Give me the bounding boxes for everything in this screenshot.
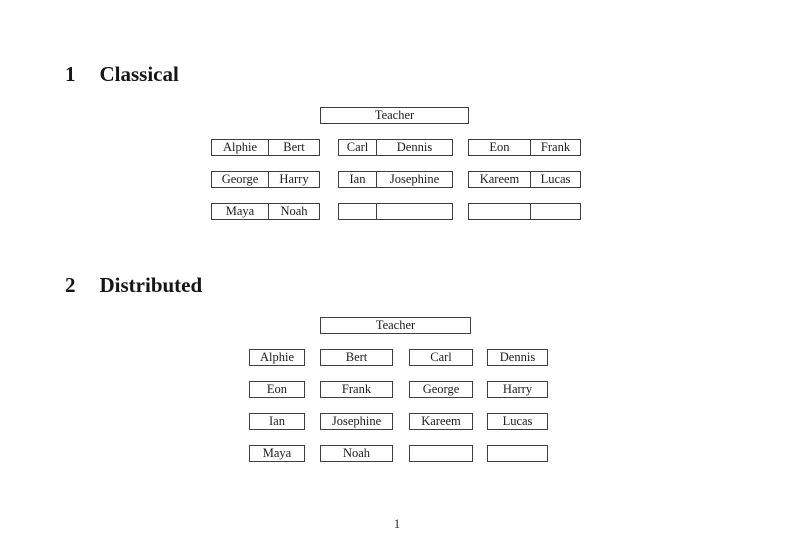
student-desk: Lucas — [487, 413, 548, 430]
desk: Carl Dennis — [338, 139, 453, 156]
teacher-desk: Teacher — [320, 107, 469, 124]
desk: Ian Josephine — [338, 171, 453, 188]
section-heading-classical: 1 Classical — [65, 62, 179, 86]
seat: Frank — [540, 140, 571, 154]
desk: Maya Noah — [211, 203, 320, 220]
seat — [339, 204, 377, 219]
desk: Kareem Lucas — [468, 171, 581, 188]
desk-empty — [468, 203, 581, 220]
teacher-label: Teacher — [375, 318, 416, 332]
student-desk: Maya — [249, 445, 305, 462]
section-title: Distributed — [99, 273, 203, 297]
seat: Maya — [212, 204, 269, 219]
student-desk: Carl — [409, 349, 473, 366]
section-number: 2 — [65, 273, 76, 297]
desk: George Harry — [211, 171, 320, 188]
teacher-desk: Teacher — [320, 317, 471, 334]
student-desk: Eon — [249, 381, 305, 398]
seat — [469, 204, 531, 219]
seat — [377, 204, 452, 219]
desk: Eon Frank — [468, 139, 581, 156]
seat: Carl — [339, 140, 377, 155]
desk: Alphie Bert — [211, 139, 320, 156]
seat: Eon — [469, 140, 531, 155]
teacher-label: Teacher — [374, 108, 415, 122]
student-desk-empty — [409, 445, 473, 462]
student-desk: Harry — [487, 381, 548, 398]
section-title: Classical — [99, 62, 179, 86]
student-desk: Frank — [320, 381, 393, 398]
seat: Josephine — [389, 172, 440, 186]
student-desk: Kareem — [409, 413, 473, 430]
section-heading-distributed: 2 Distributed — [65, 273, 202, 297]
student-desk: Noah — [320, 445, 393, 462]
page-number: 1 — [393, 516, 401, 531]
seat: Alphie — [212, 140, 269, 155]
seat: Bert — [283, 140, 305, 154]
section-number: 1 — [65, 62, 76, 86]
seat: George — [212, 172, 269, 187]
seat: Kareem — [469, 172, 531, 187]
seat: Harry — [279, 172, 309, 186]
student-desk: George — [409, 381, 473, 398]
seat: Noah — [280, 204, 308, 218]
student-desk: Dennis — [487, 349, 548, 366]
student-desk-empty — [487, 445, 548, 462]
seat: Dennis — [396, 140, 433, 154]
student-desk: Alphie — [249, 349, 305, 366]
student-desk: Ian — [249, 413, 305, 430]
seat — [531, 204, 580, 219]
student-desk: Bert — [320, 349, 393, 366]
seat: Ian — [339, 172, 377, 187]
student-desk: Josephine — [320, 413, 393, 430]
desk-empty — [338, 203, 453, 220]
seat: Lucas — [540, 172, 571, 186]
